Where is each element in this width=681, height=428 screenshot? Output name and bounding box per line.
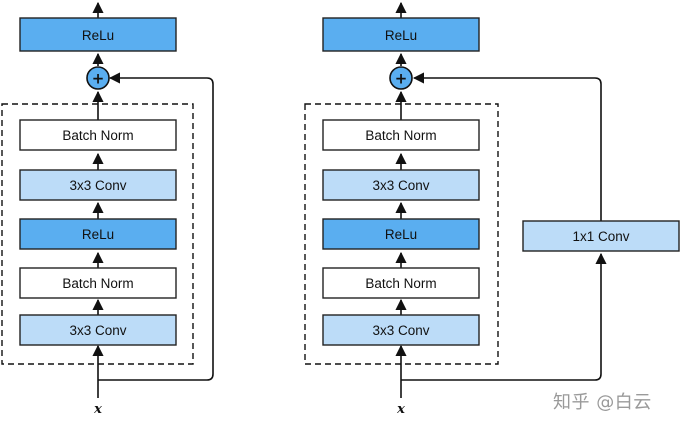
add-node (86, 66, 110, 90)
batch-norm-block (322, 267, 480, 299)
input-x-label: x (396, 402, 405, 417)
conv3x3-label: 3x3 Conv (372, 323, 429, 338)
conv1x1-block (522, 220, 680, 252)
batch-norm-block (19, 267, 177, 299)
conv3x3-label: 3x3 Conv (372, 178, 429, 193)
conv3x3-block (322, 169, 480, 201)
conv3x3-block (19, 314, 177, 346)
watermark: 知乎 @白云 (553, 392, 652, 413)
shortcut-wire-to-conv1x1 (401, 252, 607, 381)
relu-block (19, 218, 177, 250)
output-relu-block (19, 17, 177, 52)
batch-norm-label: Batch Norm (365, 276, 436, 291)
batch-norm-block (322, 119, 480, 151)
relu-label: ReLu (82, 227, 114, 242)
conv1x1-label: 1x1 Conv (572, 229, 629, 244)
plus-icon: + (92, 70, 105, 88)
batch-norm-label: Batch Norm (365, 128, 436, 143)
conv3x3-label: 3x3 Conv (69, 323, 126, 338)
relu-label: ReLu (385, 227, 417, 242)
conv3x3-block (322, 314, 480, 346)
residual-block-boundary (304, 103, 499, 365)
plus-icon: + (395, 70, 408, 88)
batch-norm-label: Batch Norm (62, 276, 133, 291)
batch-norm-label: Batch Norm (62, 128, 133, 143)
add-node (389, 66, 413, 90)
batch-norm-block (19, 119, 177, 151)
shortcut-wire-to-add (412, 72, 602, 221)
input-x-label: x (93, 402, 102, 417)
conv3x3-label: 3x3 Conv (69, 178, 126, 193)
residual-block-identity: x Batch Norm 3x3 Conv ReLu Batch Norm 3x… (1, 1, 214, 417)
residual-block-projection: x Batch Norm 3x3 Conv ReLu Batch Norm 3x… (304, 1, 680, 417)
output-relu-block (322, 17, 480, 52)
output-relu-label: ReLu (82, 28, 114, 43)
relu-block (322, 218, 480, 250)
identity-shortcut-wire (98, 72, 214, 381)
output-relu-label: ReLu (385, 28, 417, 43)
conv3x3-block (19, 169, 177, 201)
